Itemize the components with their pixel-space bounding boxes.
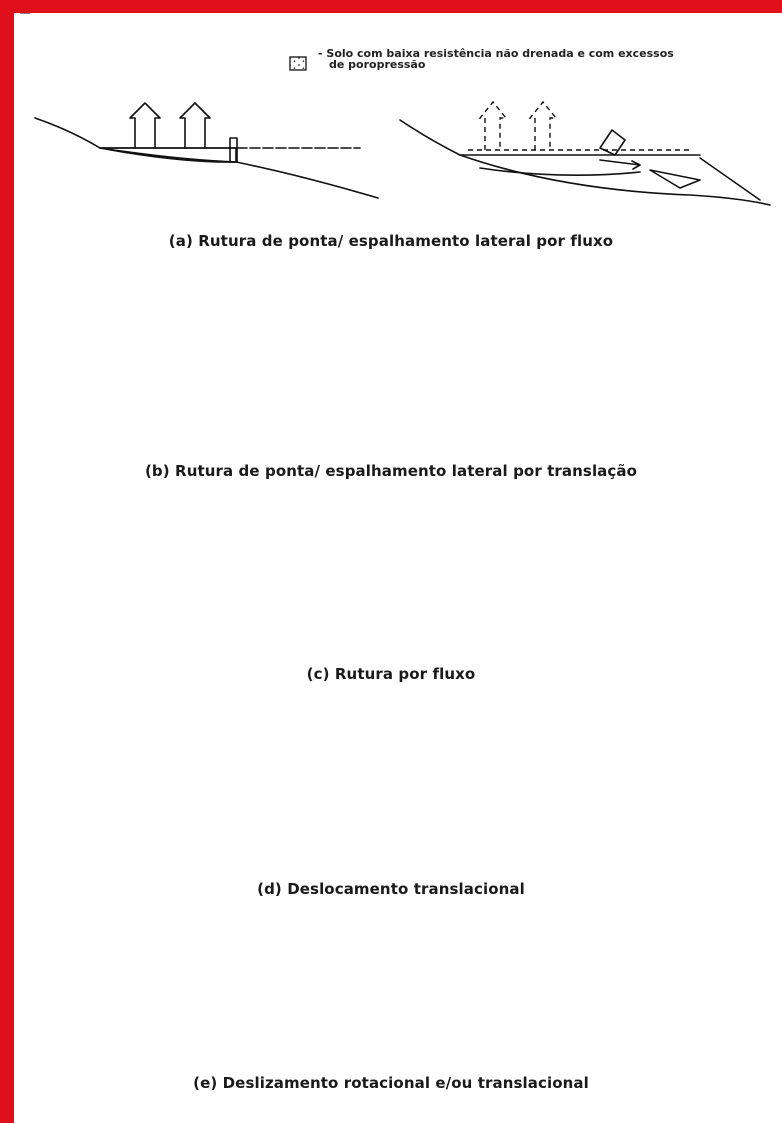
- caption-c: (c) Rutura por fluxo: [306, 665, 476, 683]
- legend-line-1: - Solo com baixa resistência não drenada…: [318, 47, 674, 60]
- caption-d: (d) Deslocamento translacional: [257, 880, 525, 898]
- caption-e: (e) Deslizamento rotacional e/ou transla…: [193, 1074, 589, 1092]
- panel-a-diagram: [34, 100, 771, 206]
- legend-text: - Solo com baixa resistência não drenada…: [318, 48, 674, 70]
- legend-swatch: [289, 56, 307, 71]
- caption-b: (b) Rutura de ponta/ espalhamento latera…: [144, 462, 638, 480]
- legend-line-2: de poropressão: [329, 58, 426, 71]
- caption-a: (a) Rutura de ponta/ espalhamento latera…: [168, 232, 614, 250]
